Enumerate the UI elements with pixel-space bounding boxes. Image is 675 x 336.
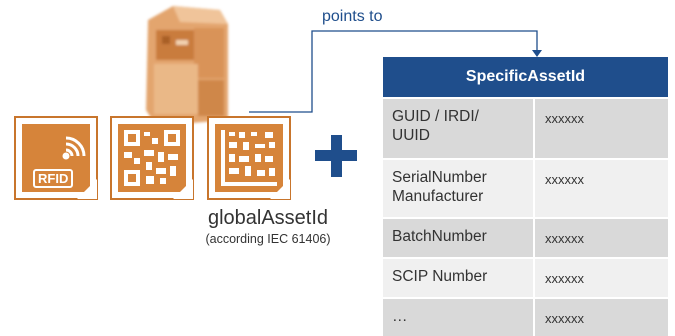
device-illustration — [146, 6, 228, 126]
data-matrix-icon — [215, 124, 283, 192]
row-value: xxxxxx — [535, 99, 668, 158]
points-to-label: points to — [322, 8, 383, 25]
table-row: GUID / IRDI/ UUID xxxxxx — [383, 99, 668, 158]
row-name: SCIP Number — [383, 259, 533, 297]
row-name: BatchNumber — [383, 219, 533, 257]
rfid-card: RFID — [14, 116, 98, 200]
row-name: SerialNumber Manufacturer — [383, 160, 533, 217]
global-asset-id-title: globalAssetId — [207, 207, 329, 229]
row-value: xxxxxx — [535, 259, 668, 297]
row-name: … — [383, 299, 533, 336]
qr-code-icon — [118, 124, 186, 192]
qr-code-card — [110, 116, 194, 200]
table-row: SCIP Number xxxxxx — [383, 259, 668, 297]
plus-icon-vertical — [330, 134, 342, 177]
row-name: GUID / IRDI/ UUID — [383, 99, 533, 158]
table-row: SerialNumber Manufacturer xxxxxx — [383, 160, 668, 217]
row-value: xxxxxx — [535, 219, 668, 257]
rfid-tag-label: RFID — [33, 169, 74, 188]
rfid-wave-icon — [62, 136, 86, 160]
table-row: BatchNumber xxxxxx — [383, 219, 668, 257]
data-matrix-card — [207, 116, 291, 200]
row-value: xxxxxx — [535, 160, 668, 217]
table-header: SpecificAssetId — [383, 57, 668, 97]
row-value: xxxxxx — [535, 299, 668, 336]
global-asset-id-note: (according IEC 61406) — [205, 232, 331, 246]
specific-asset-id-table: SpecificAssetId GUID / IRDI/ UUID xxxxxx… — [383, 57, 668, 336]
table-row: … xxxxxx — [383, 299, 668, 336]
